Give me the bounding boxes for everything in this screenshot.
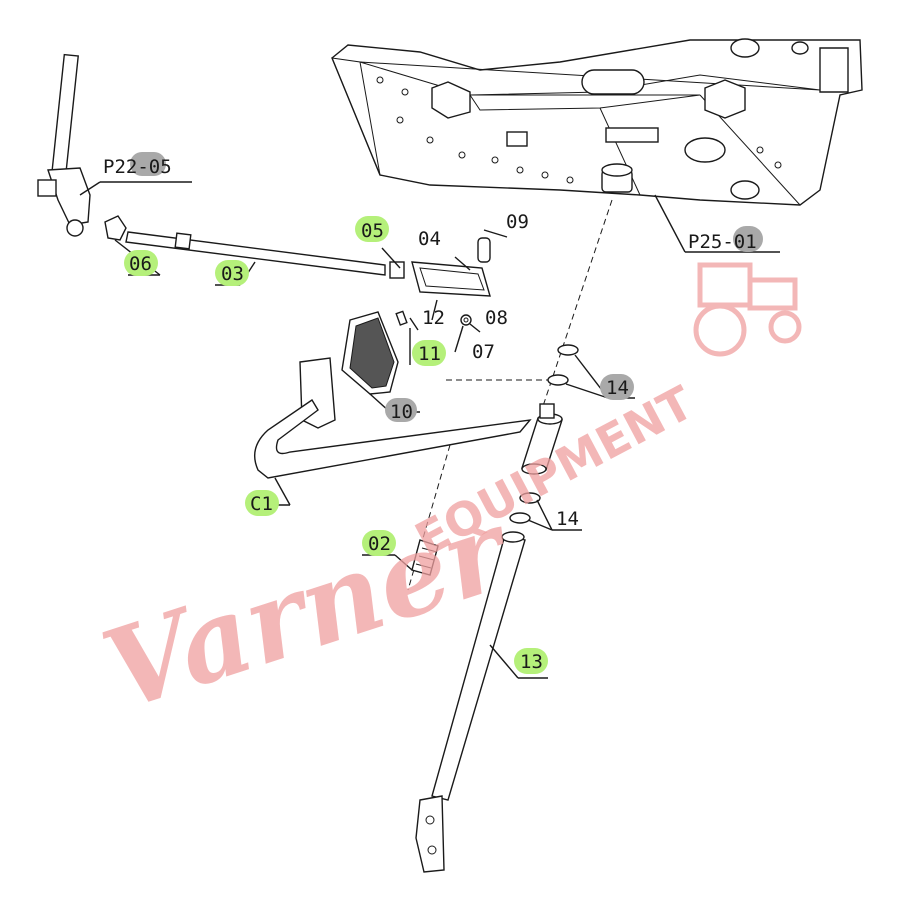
svg-text:06: 06 (129, 253, 152, 275)
callout-05: 05 (355, 216, 389, 242)
svg-text:P25-01: P25-01 (688, 231, 757, 253)
svg-text:14: 14 (556, 508, 579, 530)
svg-text:12: 12 (422, 307, 445, 329)
watermark: Varner EQUIPMENT (89, 262, 802, 736)
svg-text:14: 14 (606, 377, 629, 399)
spring-02 (362, 444, 451, 591)
svg-text:05: 05 (361, 220, 384, 242)
svg-text:03: 03 (221, 263, 244, 285)
frame-assembly (331, 38, 863, 253)
callout-c1: C1 (245, 490, 279, 516)
callout-12: 12 (422, 307, 445, 329)
callout-07: 07 (472, 341, 495, 363)
svg-text:02: 02 (368, 533, 391, 555)
callout-08: 08 (485, 307, 508, 329)
pedal-assembly (250, 311, 532, 506)
callout-09: 09 (506, 211, 529, 233)
callout-04: 04 (418, 228, 441, 250)
rod-13 (415, 531, 548, 873)
callout-06: 06 (124, 250, 158, 276)
callout-10: 10 (385, 398, 417, 423)
clevis-hardware (381, 229, 508, 365)
svg-text:P22-05: P22-05 (103, 156, 172, 178)
callout-p22-05: P22-05 (103, 152, 172, 178)
svg-text:11: 11 (418, 343, 441, 365)
tractor-logo (693, 262, 802, 357)
svg-text:07: 07 (472, 341, 495, 363)
svg-text:C1: C1 (250, 493, 273, 515)
callout-11: 11 (412, 340, 446, 366)
callout-14-lower: 14 (556, 508, 579, 530)
svg-text:04: 04 (418, 228, 441, 250)
callout-13: 13 (514, 648, 548, 674)
callout-p25-01: P25-01 (688, 226, 763, 253)
callout-14-upper: 14 (600, 374, 634, 400)
pivot-shaft (446, 199, 635, 531)
svg-text:10: 10 (390, 401, 413, 423)
callouts: P22-05 P25-01 05 04 09 06 03 12 08 (103, 152, 763, 674)
svg-text:09: 09 (506, 211, 529, 233)
callout-03: 03 (215, 260, 249, 286)
svg-text:08: 08 (485, 307, 508, 329)
lever-assembly (37, 53, 192, 237)
callout-02: 02 (362, 530, 396, 556)
svg-text:13: 13 (520, 651, 543, 673)
pedal-pad-grid (349, 317, 395, 389)
